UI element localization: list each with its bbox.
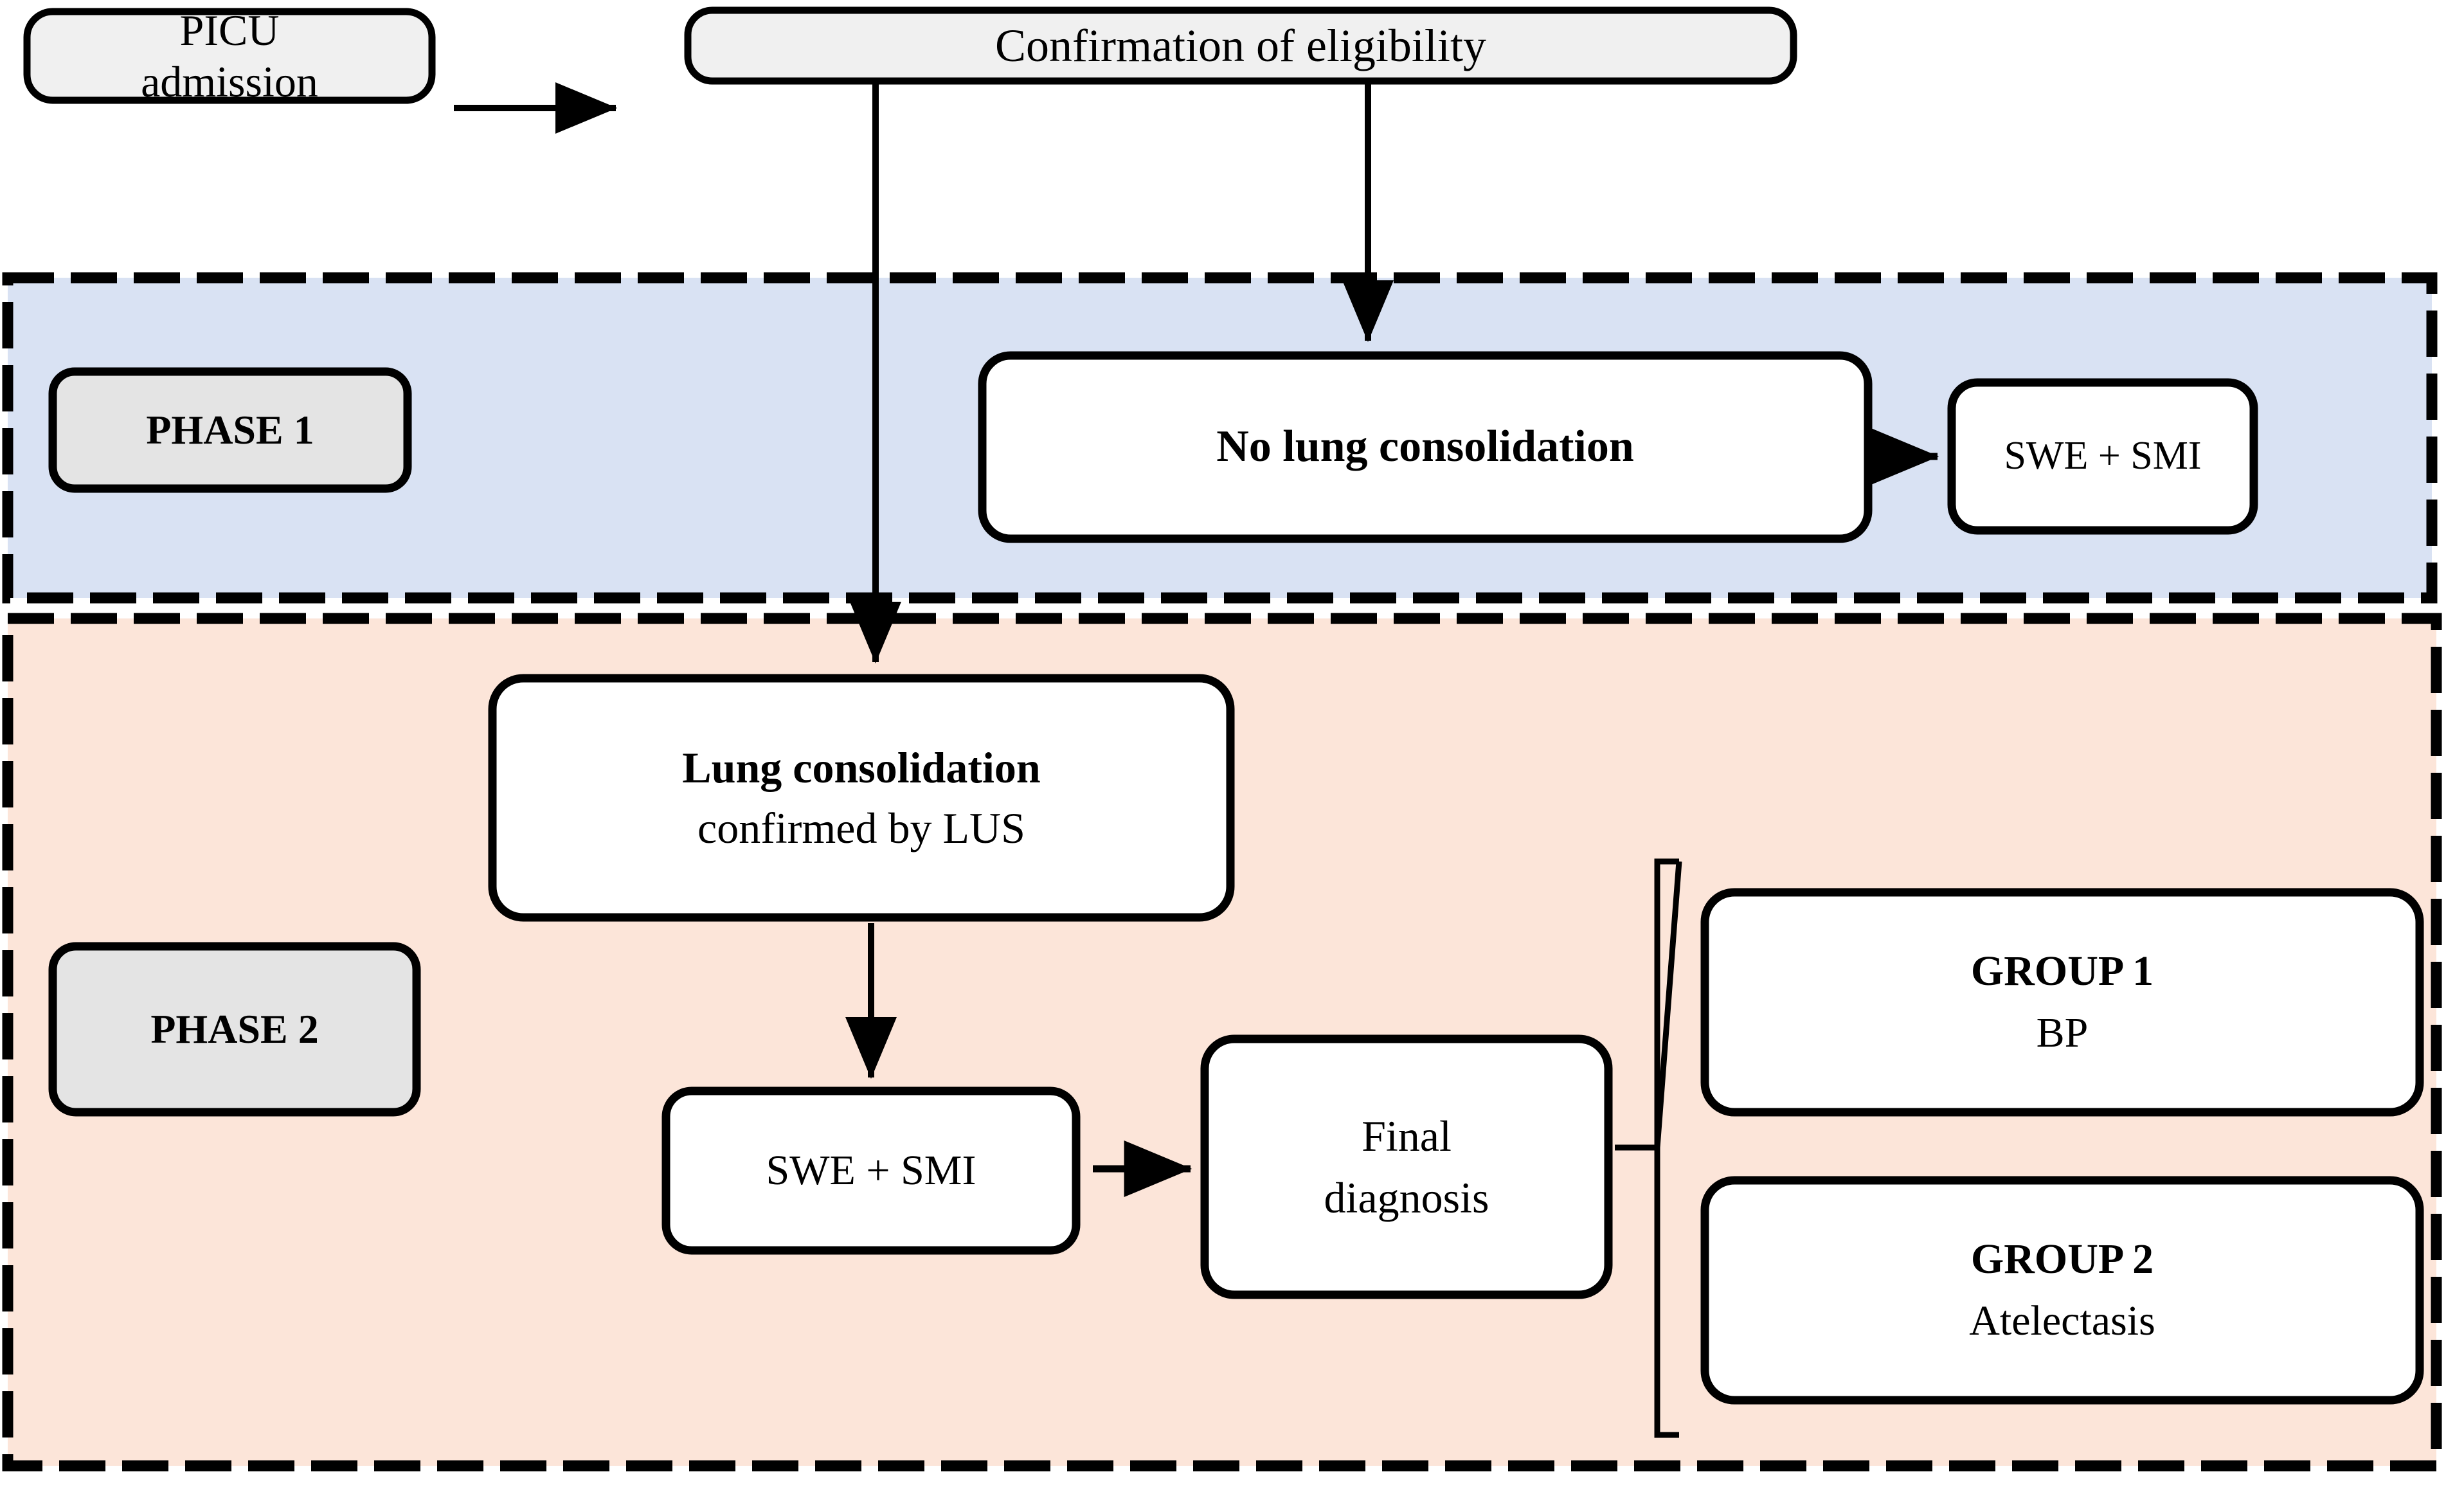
node-swe-smi-phase2-shape[interactable] bbox=[661, 1086, 1081, 1255]
node-no-consolidation-shape[interactable] bbox=[978, 351, 1873, 543]
phase1-tag-shape bbox=[48, 367, 412, 493]
node-swe-smi-phase1-box[interactable] bbox=[1947, 378, 2258, 535]
node-lung-consolidation-shape[interactable] bbox=[488, 674, 1235, 922]
connector-group-brace bbox=[1654, 858, 1682, 1438]
phase2-tag-shape bbox=[48, 942, 421, 1117]
node-final-diagnosis-shape[interactable] bbox=[1200, 1034, 1613, 1299]
node-picu-admission-shape[interactable] bbox=[23, 8, 436, 104]
node-confirmation-shape[interactable] bbox=[684, 6, 1797, 85]
node-group1-shape[interactable] bbox=[1700, 888, 2424, 1117]
node-group2-shape[interactable] bbox=[1700, 1176, 2424, 1405]
